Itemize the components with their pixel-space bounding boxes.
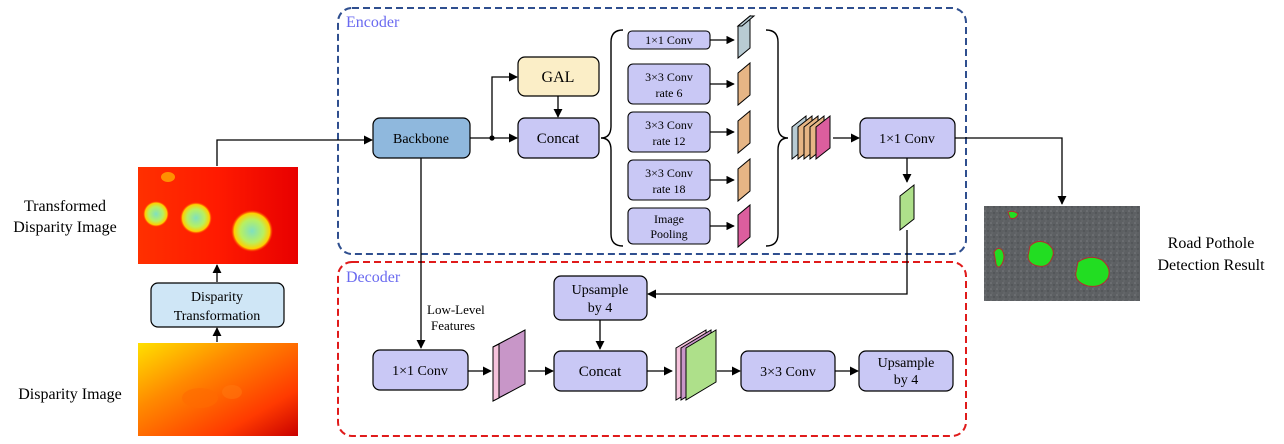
aspp-rate6-line2: rate 6 xyxy=(656,86,683,100)
aspp-pooling-line2: Pooling xyxy=(650,227,687,241)
decoder-final-upsample-block xyxy=(858,350,954,392)
transformed-label-line1: Transformed xyxy=(24,198,106,215)
arrow-image-to-backbone xyxy=(216,135,373,166)
decoder-concat-label: Concat xyxy=(579,364,622,380)
result-label-line1: Road Pothole xyxy=(1168,235,1255,252)
arrow-backbone-to-gal xyxy=(491,72,518,138)
disparity-image xyxy=(138,343,298,436)
transformation-line1: Disparity xyxy=(191,290,243,305)
decoder-upsample-line2: by 4 xyxy=(588,301,613,316)
aspp-rate6-line1: 3×3 Conv xyxy=(645,70,693,84)
encoder-title: Encoder xyxy=(346,14,400,31)
low-level-line1: Low-Level xyxy=(427,302,485,317)
aspp-rate12-line2: rate 12 xyxy=(653,134,686,148)
aspp-conv1x1-label: 1×1 Conv xyxy=(645,33,693,47)
aspp-left-brace xyxy=(600,29,624,247)
decoder-final-upsample-line1: Upsample xyxy=(878,356,935,371)
encoder-output-feature xyxy=(899,183,915,232)
gal-label: GAL xyxy=(542,69,575,86)
decoder-final-upsample-line2: by 4 xyxy=(894,373,919,388)
transformed-label-line2: Disparity Image xyxy=(13,219,117,236)
aspp-right-brace xyxy=(765,29,789,247)
stacked-feature-maps xyxy=(791,114,831,161)
encoder-concat-block xyxy=(517,117,600,159)
decoder-conv1x1-block xyxy=(372,349,469,391)
backbone-label: Backbone xyxy=(393,132,449,147)
result-label-line2: Detection Result xyxy=(1157,257,1265,274)
feature-map-orange-2 xyxy=(737,109,751,155)
decoder-region xyxy=(337,261,967,437)
feature-map-gray xyxy=(736,14,756,60)
low-level-line2: Features xyxy=(431,318,475,333)
low-level-feature-edge xyxy=(492,343,500,402)
disparity-transformation-block xyxy=(150,282,285,328)
aspp-rate18-line1: 3×3 Conv xyxy=(645,166,693,180)
encoder-concat-label: Concat xyxy=(537,131,580,147)
transformation-line2: Transformation xyxy=(174,309,261,324)
decoder-stacked-features xyxy=(675,329,717,401)
arrow-to-result xyxy=(955,137,1067,205)
encoder-region xyxy=(337,7,967,255)
aspp-rate18-line2: rate 18 xyxy=(653,182,686,196)
decoder-title: Decoder xyxy=(346,269,401,286)
feature-map-orange-3 xyxy=(737,157,751,203)
disparity-image-label: Disparity Image xyxy=(18,386,122,403)
aspp-rate12-line1: 3×3 Conv xyxy=(645,118,693,132)
feature-map-pink xyxy=(737,203,751,249)
arrow-feature-to-upsample xyxy=(647,230,908,299)
decoder-upsample-line1: Upsample xyxy=(572,283,629,298)
transformed-disparity-image xyxy=(138,167,298,264)
decoder-conv3x3-label: 3×3 Conv xyxy=(760,365,816,380)
road-pothole-result-image xyxy=(984,206,1140,301)
aspp-pooling-line1: Image xyxy=(654,212,684,226)
encoder-out-conv-label: 1×1 Conv xyxy=(879,132,935,147)
decoder-conv1x1-label: 1×1 Conv xyxy=(392,364,448,379)
feature-map-orange-1 xyxy=(737,61,751,107)
